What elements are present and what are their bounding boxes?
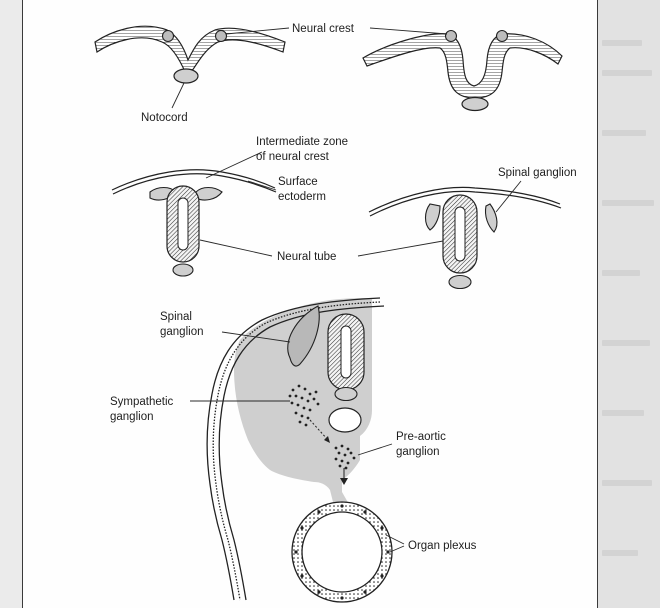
label-intermediate-zone-1: Intermediate zone xyxy=(256,136,348,148)
label-intermediate-zone-2: of neural crest xyxy=(256,151,330,163)
label-sympathetic-ganglion-2: ganglion xyxy=(110,411,153,423)
notocord-shape-2 xyxy=(462,98,488,111)
label-neural-tube: Neural tube xyxy=(277,251,336,263)
notocord-shape xyxy=(174,69,198,83)
neural-plate-stage-1 xyxy=(95,26,285,83)
label-spinal-ganglion-top: Spinal ganglion xyxy=(498,167,577,179)
neural-crest-cell-right-2 xyxy=(497,31,508,42)
label-surface-ectoderm-1: Surface xyxy=(278,176,318,188)
label-spinal-ganglion-bottom-1: Spinal xyxy=(160,311,192,323)
neural-tube-stage-3 xyxy=(112,170,276,276)
neural-crest-cell-right xyxy=(216,31,227,42)
label-neural-crest: Neural crest xyxy=(292,23,355,35)
label-notocord: Notocord xyxy=(141,112,188,124)
neural-groove-stage-2 xyxy=(363,31,562,111)
label-sympathetic-ganglion-1: Sympathetic xyxy=(110,396,174,408)
neural-crest-cell-left-2 xyxy=(446,31,457,42)
label-organ-plexus: Organ plexus xyxy=(408,540,477,552)
label-surface-ectoderm-2: ectoderm xyxy=(278,191,326,203)
neural-crest-cell-left xyxy=(163,31,174,42)
spinal-ganglion-right xyxy=(485,204,496,232)
neural-tube-stage-4 xyxy=(369,187,561,288)
label-pre-aortic-ganglion-1: Pre-aortic xyxy=(396,431,446,443)
surface-ectoderm-line xyxy=(112,170,275,190)
label-spinal-ganglion-bottom-2: ganglion xyxy=(160,326,203,338)
label-pre-aortic-ganglion-2: ganglion xyxy=(396,446,439,458)
spinal-ganglion-left xyxy=(426,204,441,230)
embryo-cross-section xyxy=(207,298,392,602)
gut-lumen xyxy=(302,512,382,592)
